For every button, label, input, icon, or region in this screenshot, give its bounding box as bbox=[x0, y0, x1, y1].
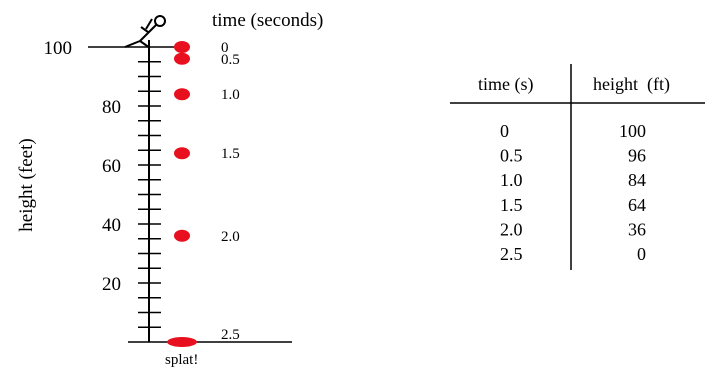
table-header-time: time (s) bbox=[478, 74, 534, 95]
y-tick-label: 60 bbox=[102, 156, 121, 177]
drop-markers bbox=[167, 41, 197, 347]
splat-marker bbox=[167, 337, 197, 347]
time-label: 1.5 bbox=[221, 146, 240, 162]
drop-marker bbox=[174, 52, 190, 65]
time-label: 2.5 bbox=[221, 327, 240, 343]
table-cell-time: 0 bbox=[500, 121, 509, 141]
time-label: 0.5 bbox=[221, 52, 240, 68]
table-cell-height: 36 bbox=[628, 219, 646, 239]
drop-marker bbox=[174, 147, 190, 160]
stick-figure-icon bbox=[124, 15, 166, 49]
table-cell-time: 0.5 bbox=[500, 146, 523, 166]
table-cell-height: 100 bbox=[619, 121, 646, 141]
table-cell-time: 1.5 bbox=[500, 195, 523, 215]
time-label: 0 bbox=[221, 40, 229, 56]
axis-ticks bbox=[138, 61, 161, 328]
time-labels: 00.5 1.0 1.5 2.0 2.5 bbox=[221, 40, 240, 343]
table-cell-time: 1.0 bbox=[500, 170, 523, 190]
data-table: time (s) height (ft) 0 100 0.5 96 1.0 84 1.5 64… bbox=[450, 64, 705, 270]
axis-tick-labels: 100 80 60 40 20 bbox=[44, 38, 122, 295]
table-cell-height: 64 bbox=[628, 195, 646, 215]
drop-marker bbox=[174, 41, 190, 53]
y-tick-label: 80 bbox=[102, 97, 121, 118]
diagram-title: time (seconds) bbox=[212, 10, 323, 31]
table-cell-time: 2.0 bbox=[500, 219, 523, 239]
table-cell-height: 96 bbox=[628, 146, 646, 166]
drop-marker bbox=[174, 88, 190, 101]
table-header-height: height (ft) bbox=[593, 74, 670, 95]
table-cell-time: 2.5 bbox=[500, 244, 523, 264]
splat-label: splat! bbox=[165, 352, 198, 367]
time-label: 2.0 bbox=[221, 229, 240, 245]
table-body: 0 100 0.5 96 1.0 84 1.5 64 2.0 36 2.5 0 bbox=[500, 121, 646, 264]
drop-marker bbox=[174, 229, 190, 242]
y-axis-label: height (feet) bbox=[16, 138, 37, 231]
y-tick-label: 40 bbox=[102, 215, 121, 236]
y-tick-label: 20 bbox=[102, 274, 121, 295]
table-cell-height: 84 bbox=[628, 170, 646, 190]
y-tick-label: 100 bbox=[44, 38, 73, 59]
height-scale-diagram: time (seconds) 100 80 60 40 20 00.5 1.0 1.5 2.0… bbox=[16, 10, 323, 367]
time-label: 1.0 bbox=[221, 87, 240, 103]
table-cell-height: 0 bbox=[637, 244, 646, 264]
